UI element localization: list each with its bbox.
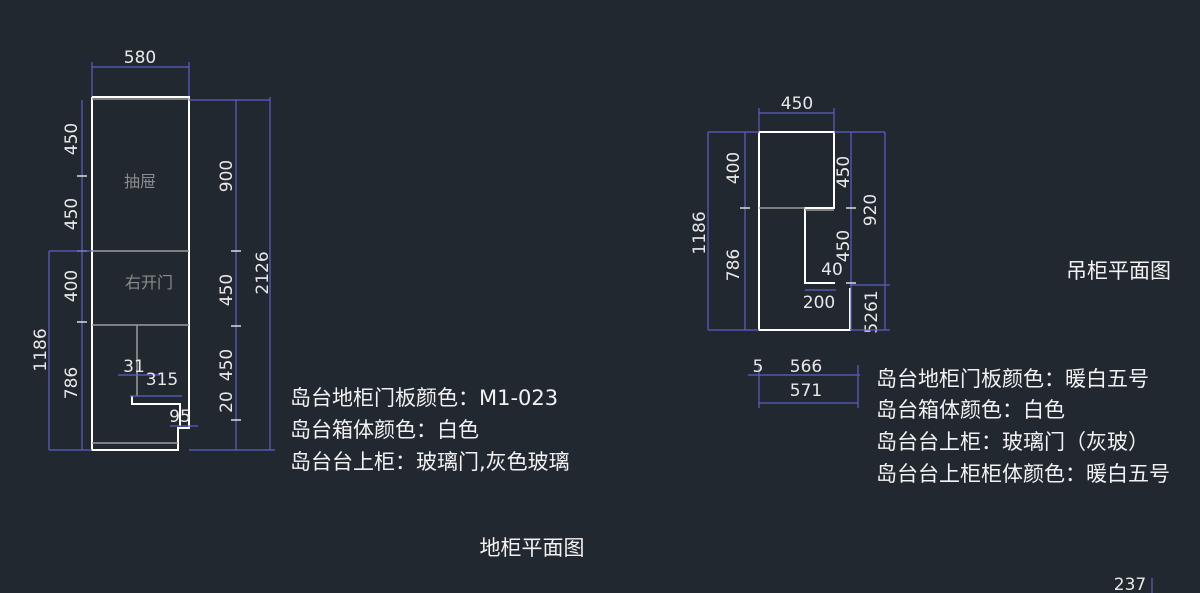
wall-bottom-total-dim: 571 — [790, 381, 822, 401]
wall-note-4: 岛台台上柜柜体颜色：暖白五号 — [876, 462, 1170, 486]
base-left-dim-2: 450 — [62, 198, 82, 230]
base-inner-step — [131, 396, 181, 426]
wall-left-dim-1: 400 — [724, 152, 744, 184]
base-left-dim-1: 450 — [62, 123, 82, 155]
base-right-dim-4: 20 — [217, 391, 237, 413]
base-note-2: 岛台箱体颜色：白色 — [290, 418, 479, 442]
corner-number: 237 — [1114, 575, 1146, 593]
base-right-dim-2: 450 — [217, 274, 237, 306]
base-left-dim-4: 786 — [62, 367, 82, 399]
wall-right-total-dim: 920 — [861, 194, 881, 226]
base-note-3: 岛台台上柜：玻璃门,灰色玻璃 — [290, 450, 570, 474]
wall-right-dim-4: 5261 — [862, 290, 882, 333]
base-note-1: 岛台地柜门板颜色：M1-023 — [290, 386, 558, 410]
wall-right-dim-3: 40 — [821, 260, 843, 280]
wall-cabinet-title: 吊柜平面图 — [1066, 259, 1171, 283]
base-left-total-dim: 1186 — [31, 328, 51, 371]
drawer-label: 抽屉 — [124, 172, 156, 191]
wall-width-dim: 450 — [781, 94, 813, 114]
wall-cabinet-outline-bottom — [758, 132, 851, 331]
wall-cabinet-outline-top — [759, 131, 835, 284]
wall-cabinet-plan: 450 400 786 1186 450 450 40 5261 920 200 — [690, 94, 1171, 486]
wall-left-dim-2: 786 — [724, 249, 744, 281]
wall-right-dim-1: 450 — [834, 156, 854, 188]
base-width-dim: 580 — [124, 48, 156, 68]
base-inner-dim-b: 315 — [146, 370, 178, 390]
base-right-total-dim: 2126 — [253, 251, 273, 294]
base-left-dim-3: 400 — [62, 270, 82, 302]
wall-bottom-dim-a: 5 — [753, 357, 764, 377]
base-inner-dim-a: 31 — [123, 357, 145, 377]
base-right-dim-3: 450 — [217, 349, 237, 381]
base-cabinet-title: 地柜平面图 — [480, 536, 585, 560]
wall-note-1: 岛台地柜门板颜色：暖白五号 — [876, 367, 1149, 391]
wall-note-2: 岛台箱体颜色：白色 — [876, 398, 1065, 422]
wall-left-total-dim: 1186 — [690, 211, 710, 254]
wall-note-3: 岛台台上柜：玻璃门（灰玻） — [876, 430, 1149, 454]
wall-inner-dim: 200 — [803, 293, 835, 313]
base-inner-dim-c: 95 — [169, 407, 191, 427]
wall-bottom-dim-b: 566 — [790, 357, 822, 377]
base-cabinet-plan: 580 抽屉 右开门 450 450 400 786 1186 900 450 — [31, 48, 585, 560]
right-door-label: 右开门 — [125, 273, 173, 292]
base-right-dim-1: 900 — [217, 160, 237, 192]
wall-right-dim-2: 450 — [834, 230, 854, 262]
